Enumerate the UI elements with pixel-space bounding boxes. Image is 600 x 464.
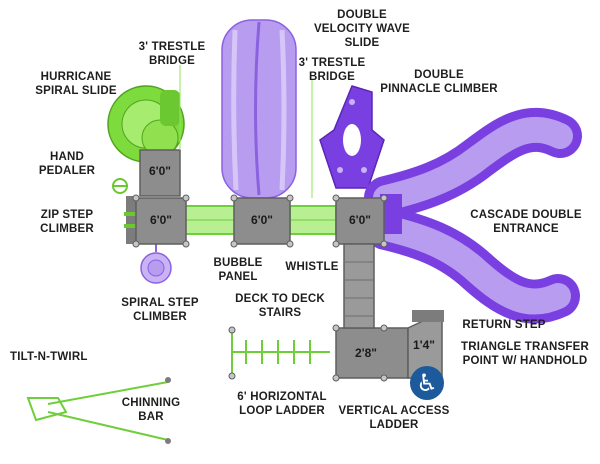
deck-upper-dimension: 6'0" — [149, 164, 171, 178]
deck-to-deck-stairs — [343, 243, 375, 329]
deck-left-dimension: 6'0" — [150, 213, 172, 227]
label-return-step: RETURN STEP — [462, 319, 546, 331]
deck-center-dimension: 6'0" — [251, 213, 273, 227]
label-tilt-n-twirl: TILT-N-TWIRL — [10, 351, 88, 363]
leader-lines — [179, 65, 313, 198]
wheelchair-accessibility-icon: ♿ — [410, 366, 444, 400]
deck-lower-dimension: 2'8" — [355, 346, 377, 360]
hand-pedaler — [112, 178, 128, 194]
double-pinnacle-climber — [319, 85, 385, 189]
label-horizontal-loop-ladder: 6' HORIZONTAL LOOP LADDER — [237, 391, 327, 417]
label-cascade-double-entrance: CASCADE DOUBLE ENTRANCE — [470, 209, 582, 235]
horizontal-loop-ladder — [231, 330, 330, 376]
spiral-step-climber — [140, 244, 172, 284]
label-spiral-step-climber: SPIRAL STEP CLIMBER — [121, 297, 199, 323]
label-triangle-transfer-point: TRIANGLE TRANSFER POINT W/ HANDHOLD — [461, 341, 589, 367]
label-zip-step-climber: ZIP STEP CLIMBER — [40, 209, 94, 235]
label-hurricane-spiral-slide: HURRICANE SPIRAL SLIDE — [35, 71, 117, 97]
deck-right-dimension: 6'0" — [349, 213, 371, 227]
label-chinning-bar: CHINNING BAR — [121, 397, 181, 423]
label-hand-pedaler: HAND PEDALER — [38, 151, 96, 177]
posts — [132, 194, 388, 382]
double-velocity-wave-slide — [221, 19, 297, 199]
zip-step-climber — [124, 196, 138, 244]
label-whistle: WHISTLE — [285, 261, 339, 273]
hurricane-spiral-slide — [107, 85, 185, 163]
label-vertical-access-ladder: VERTICAL ACCESS LADDER — [338, 405, 450, 431]
triangle-transfer-point — [407, 310, 444, 379]
decks — [135, 149, 409, 379]
transfer-dimension: 1'4" — [413, 338, 435, 352]
label-double-pinnacle-climber: DOUBLE PINNACLE CLIMBER — [380, 69, 498, 95]
label-bubble-panel: BUBBLE PANEL — [213, 257, 263, 283]
label-double-velocity-wave-slide: DOUBLE VELOCITY WAVE SLIDE — [313, 9, 411, 49]
cascade-double-entrance — [364, 107, 582, 324]
label-trestle-bridge-right: 3' TRESTLE BRIDGE — [298, 57, 366, 83]
label-trestle-bridge-left: 3' TRESTLE BRIDGE — [138, 41, 206, 67]
label-deck-to-deck-stairs: DECK TO DECK STAIRS — [235, 293, 325, 319]
tilt-n-twirl — [26, 377, 171, 444]
